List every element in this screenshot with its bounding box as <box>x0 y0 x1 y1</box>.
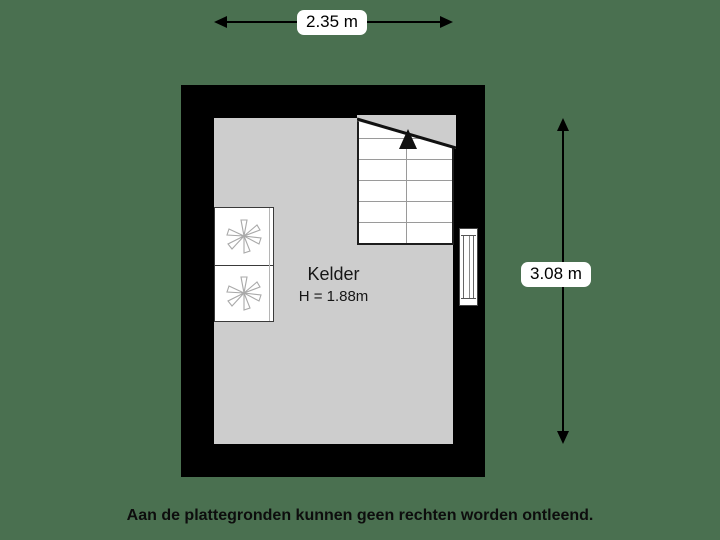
fixture-group <box>214 207 274 322</box>
fixture-cell <box>215 208 273 265</box>
window-sash <box>461 298 476 299</box>
asterisk-symbol-icon <box>226 219 262 255</box>
window-pane <box>463 236 474 298</box>
stair-center-line <box>405 118 407 243</box>
height-dimension-label: 3.08 m <box>521 262 591 287</box>
width-arrow-right-icon <box>440 16 453 28</box>
room-name-label: Kelder <box>307 264 360 284</box>
window-sash <box>461 235 476 236</box>
room-height-label: H = 1.88m <box>298 288 369 305</box>
fixture-cell <box>215 264 273 322</box>
window-mullion <box>468 236 470 298</box>
room-label-group: Kelder H = 1.88m <box>214 262 453 308</box>
disclaimer-text: Aan de plattegronden kunnen geen rechten… <box>126 507 594 524</box>
window-right-wall <box>459 228 478 306</box>
height-arrow-bottom-icon <box>557 431 569 444</box>
width-dimension-label: 2.35 m <box>297 10 367 35</box>
stair-direction-arrow-icon <box>399 129 417 149</box>
height-arrow-top-icon <box>557 118 569 131</box>
fixture-edge-line <box>269 208 270 321</box>
asterisk-symbol-icon <box>226 276 262 312</box>
width-arrow-left-icon <box>214 16 227 28</box>
